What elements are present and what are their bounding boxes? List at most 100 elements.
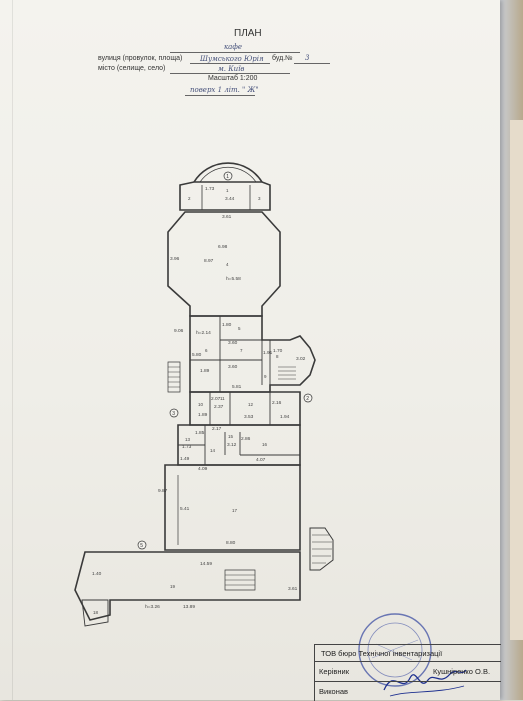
house-value: 3: [305, 54, 310, 62]
kitchen-dim-2: 1.73: [182, 444, 192, 450]
room-18-label: 18: [93, 610, 99, 615]
paper-edge-strip: [510, 120, 523, 640]
house-label: буд.№: [272, 55, 293, 62]
lower-dim-1: 2.07: [211, 396, 221, 402]
room-10-label: 10: [198, 402, 204, 407]
mid-dim-3: 1.80: [222, 322, 232, 328]
terrace-dim-4: 13.89: [183, 604, 195, 610]
street-underline: [190, 63, 270, 64]
street-value: Шумського Юрія: [200, 55, 264, 63]
entrance-stair-right: [309, 527, 334, 571]
title-block-name-1: Кушніренко О.В.: [433, 667, 491, 676]
floor-plan-sheet: ПЛАН кафе вулиця (провулок, площа) Шумсь…: [0, 0, 501, 701]
room-16-label: 16: [262, 442, 268, 447]
terrace-dim-1: 14.59: [200, 561, 212, 567]
floor-underline: [185, 95, 255, 96]
room-14-label: 14: [210, 448, 216, 453]
kitchen-dim-7: 4.07: [256, 457, 266, 463]
scale-label: Масштаб 1:200: [208, 75, 258, 82]
house-underline: [294, 63, 330, 64]
rotunda-dim-2: 3.44: [225, 196, 235, 202]
room-2-label: 2: [188, 196, 191, 201]
axis-marker-5: 5: [140, 543, 143, 549]
kitchen-dim-4: 3.12: [227, 442, 237, 448]
lower-dim-3: 2.37: [214, 404, 224, 410]
hall-dim-2: 5.41: [180, 506, 190, 512]
axis-marker-2: 2: [306, 396, 309, 402]
lower-dim-5: 3.53: [244, 414, 254, 420]
city-underline: [170, 73, 290, 74]
room-1-label: 1: [226, 188, 229, 193]
mid-dim-9: 1.91: [263, 350, 273, 356]
stairs-left-treads: [168, 366, 180, 388]
mid-dim-6: 1.89: [200, 368, 210, 374]
terrace-dim-3: h=3.26: [145, 604, 160, 610]
room-17-label: 17: [232, 508, 238, 513]
terrace-dim-2: 3.61: [288, 586, 298, 592]
street-label: вулиця (провулок, площа): [98, 55, 183, 62]
axis-marker-3: 3: [172, 411, 175, 417]
object-name-underline: [170, 52, 300, 53]
title-block-row-divider-1: [315, 661, 501, 662]
octagon-dim-width: 6.98: [218, 244, 228, 250]
title-block-row-divider-2: [315, 681, 501, 682]
room-12-label: 12: [248, 402, 254, 407]
kitchen-dim-6: 4.09: [198, 466, 208, 472]
mid-dim-5: 5.80: [192, 352, 202, 358]
page-title: ПЛАН: [234, 28, 262, 39]
room-9-label: 9: [264, 374, 267, 379]
lower-dim-4: 2.16: [272, 400, 282, 406]
lower-dim-2: 1.89: [198, 412, 208, 418]
axis-marker-2-circle: [303, 393, 313, 403]
mid-dim-2: h=2.14: [196, 330, 211, 336]
room-6-label: 6: [205, 348, 208, 353]
rotunda-arc: [193, 162, 263, 183]
city-value: м. Київ: [218, 65, 245, 73]
terrace-stair-treads: [225, 574, 255, 586]
room-5-label: 5: [238, 326, 241, 331]
kitchen-dim-1: 1.85: [195, 430, 205, 436]
rotunda-inner-arc: [199, 166, 257, 183]
mid-dim-1: 9.06: [174, 328, 184, 334]
lower-dim-6: 1.94: [280, 414, 290, 420]
room-13-label: 13: [185, 437, 191, 442]
terrace-small-room: [81, 599, 109, 627]
lower-block-wall: [189, 391, 301, 426]
sheet-fold-line: [12, 0, 13, 700]
title-block-role-1: Керівник: [319, 667, 349, 676]
mid-dim-4: 3.60: [228, 340, 238, 346]
stairs-right-treads: [278, 366, 296, 380]
organization-seal: [358, 613, 432, 687]
title-block-role-2: Виконав: [319, 687, 349, 696]
rotunda-wall: [179, 181, 271, 211]
room-4-label: 4: [226, 262, 229, 267]
room-7-label: 7: [240, 348, 243, 353]
axis-marker-5-circle: [137, 540, 147, 550]
title-block: ТОВ бюро Технічної інвентаризації Керівн…: [314, 644, 501, 701]
octagon-dim-length: 8.97: [204, 258, 214, 264]
terrace-stair: [224, 569, 256, 591]
floor-plan-drawing: 1 3 2 5 1.73 3.44 3.61 2 1 3 6.98 8.97 3…: [74, 162, 334, 627]
room-8-label: 8: [276, 354, 279, 359]
signature-mark: [383, 669, 467, 697]
mid-block-wall: [189, 315, 316, 393]
entrance-stair-treads: [312, 534, 332, 564]
room-15-label: 15: [228, 434, 234, 439]
main-hall-wall: [164, 464, 301, 551]
title-block-org: ТОВ бюро Технічної інвентаризації: [321, 649, 443, 658]
city-label: місто (селище, село): [98, 65, 166, 72]
kitchen-dim-5: 2.86: [241, 436, 251, 442]
mid-dim-7: 3.60: [228, 364, 238, 370]
axis-marker-1-circle: [223, 171, 233, 181]
rotunda-dim-1: 1.73: [205, 186, 215, 192]
kitchen-dim-3: 1.49: [180, 456, 190, 462]
octagon-hall-wall: [167, 211, 281, 317]
object-name: кафе: [224, 43, 242, 51]
mid-dim-10: 3.02: [296, 356, 306, 362]
room-19-label: 19: [170, 584, 176, 589]
lower-dim-7: 2.17: [212, 426, 222, 432]
floor-label: поверх 1 літ. " Ж": [190, 86, 259, 94]
octagon-dim-side: 3.96: [170, 256, 180, 262]
terrace-dim-5: 1.40: [92, 571, 102, 577]
axis-marker-3-circle: [169, 408, 179, 418]
